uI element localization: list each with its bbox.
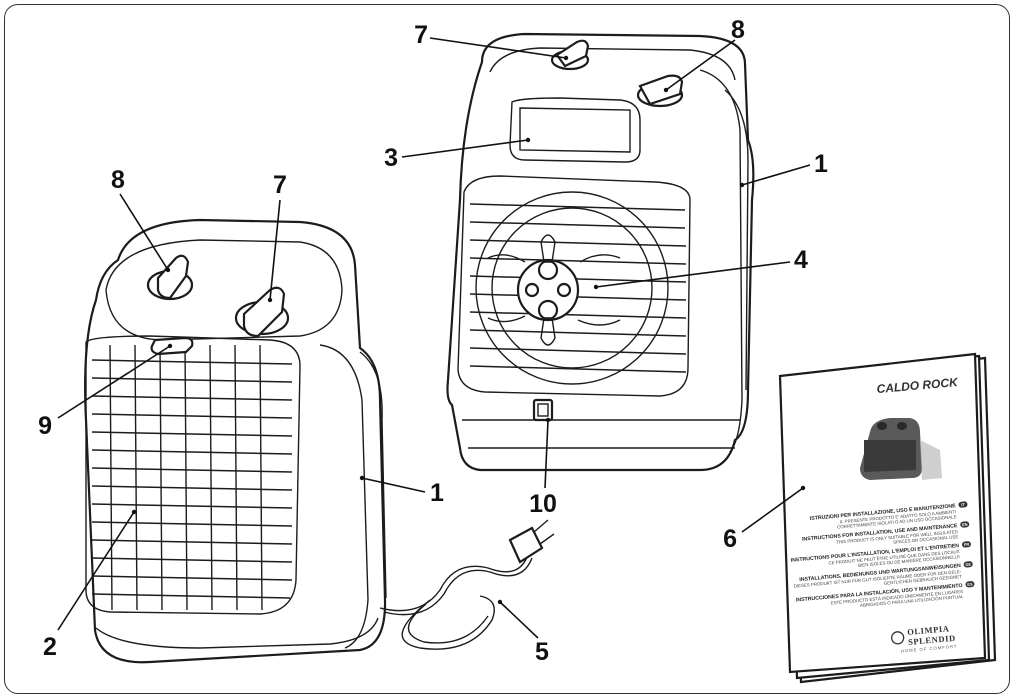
power-cord (379, 519, 555, 650)
manual-section-de-line: GENTLICHEN GEBRAUCH GEEIGNET (884, 574, 963, 586)
callout-7-front: 7 (273, 171, 287, 199)
manual-lang-tag-en: EN (962, 522, 968, 527)
manual-lang-tag-es: ES (967, 582, 973, 587)
manual-brand-line2: SPLENDID (908, 633, 956, 647)
rear-heater (446, 32, 755, 472)
callout-10: 10 (529, 490, 557, 518)
rear-fan-hub (516, 234, 580, 346)
callout-5: 5 (535, 638, 549, 666)
callout-7-rear: 7 (414, 21, 428, 49)
manual-lang-tag-fr: FR (964, 542, 970, 547)
callout-1-front: 1 (430, 479, 444, 507)
tip-over-switch (532, 398, 554, 422)
manual-lang-tag-it: IT (961, 502, 966, 507)
front-outlet-grille (91, 344, 293, 611)
diagram-frame (4, 4, 1010, 694)
callout-3: 3 (384, 144, 398, 172)
manual-brand-logo: OLIMPIA SPLENDID HOME OF COMFORT (891, 623, 958, 654)
callout-8-rear: 8 (731, 16, 745, 44)
manual-heater-thumbnail (860, 418, 942, 480)
instruction-manual: CALDO ROCK ISTRUZIONI PER INSTALLAZIONE,… (778, 352, 997, 684)
front-grille-frame (85, 335, 301, 615)
manual-lang-tag-de: DE (965, 562, 971, 567)
callout-4: 4 (794, 246, 808, 274)
front-heater (84, 218, 387, 664)
rear-handle-opening (509, 97, 641, 163)
callout-6: 6 (723, 525, 737, 553)
manual-brand-line1: OLIMPIA (907, 623, 950, 637)
manual-section-en-line: SPACES OR OCCASIONAL USE (893, 534, 959, 545)
power-plug (508, 526, 544, 564)
callout-1-rear: 1 (814, 150, 828, 178)
rear-heater-body (446, 32, 755, 472)
callout-labels: 7 8 3 1 4 10 6 8 7 9 1 2 5 (38, 16, 828, 666)
leader-lines (57, 37, 811, 639)
rear-function-knob (636, 74, 684, 108)
manual-brand-tagline: HOME OF COMFORT (901, 644, 958, 654)
callout-2: 2 (43, 633, 57, 661)
rear-intake-frame (457, 175, 691, 397)
front-thermostat-knob (234, 286, 290, 338)
callout-8-front: 8 (111, 166, 125, 194)
callout-9: 9 (38, 412, 52, 440)
front-function-knob (146, 254, 194, 301)
